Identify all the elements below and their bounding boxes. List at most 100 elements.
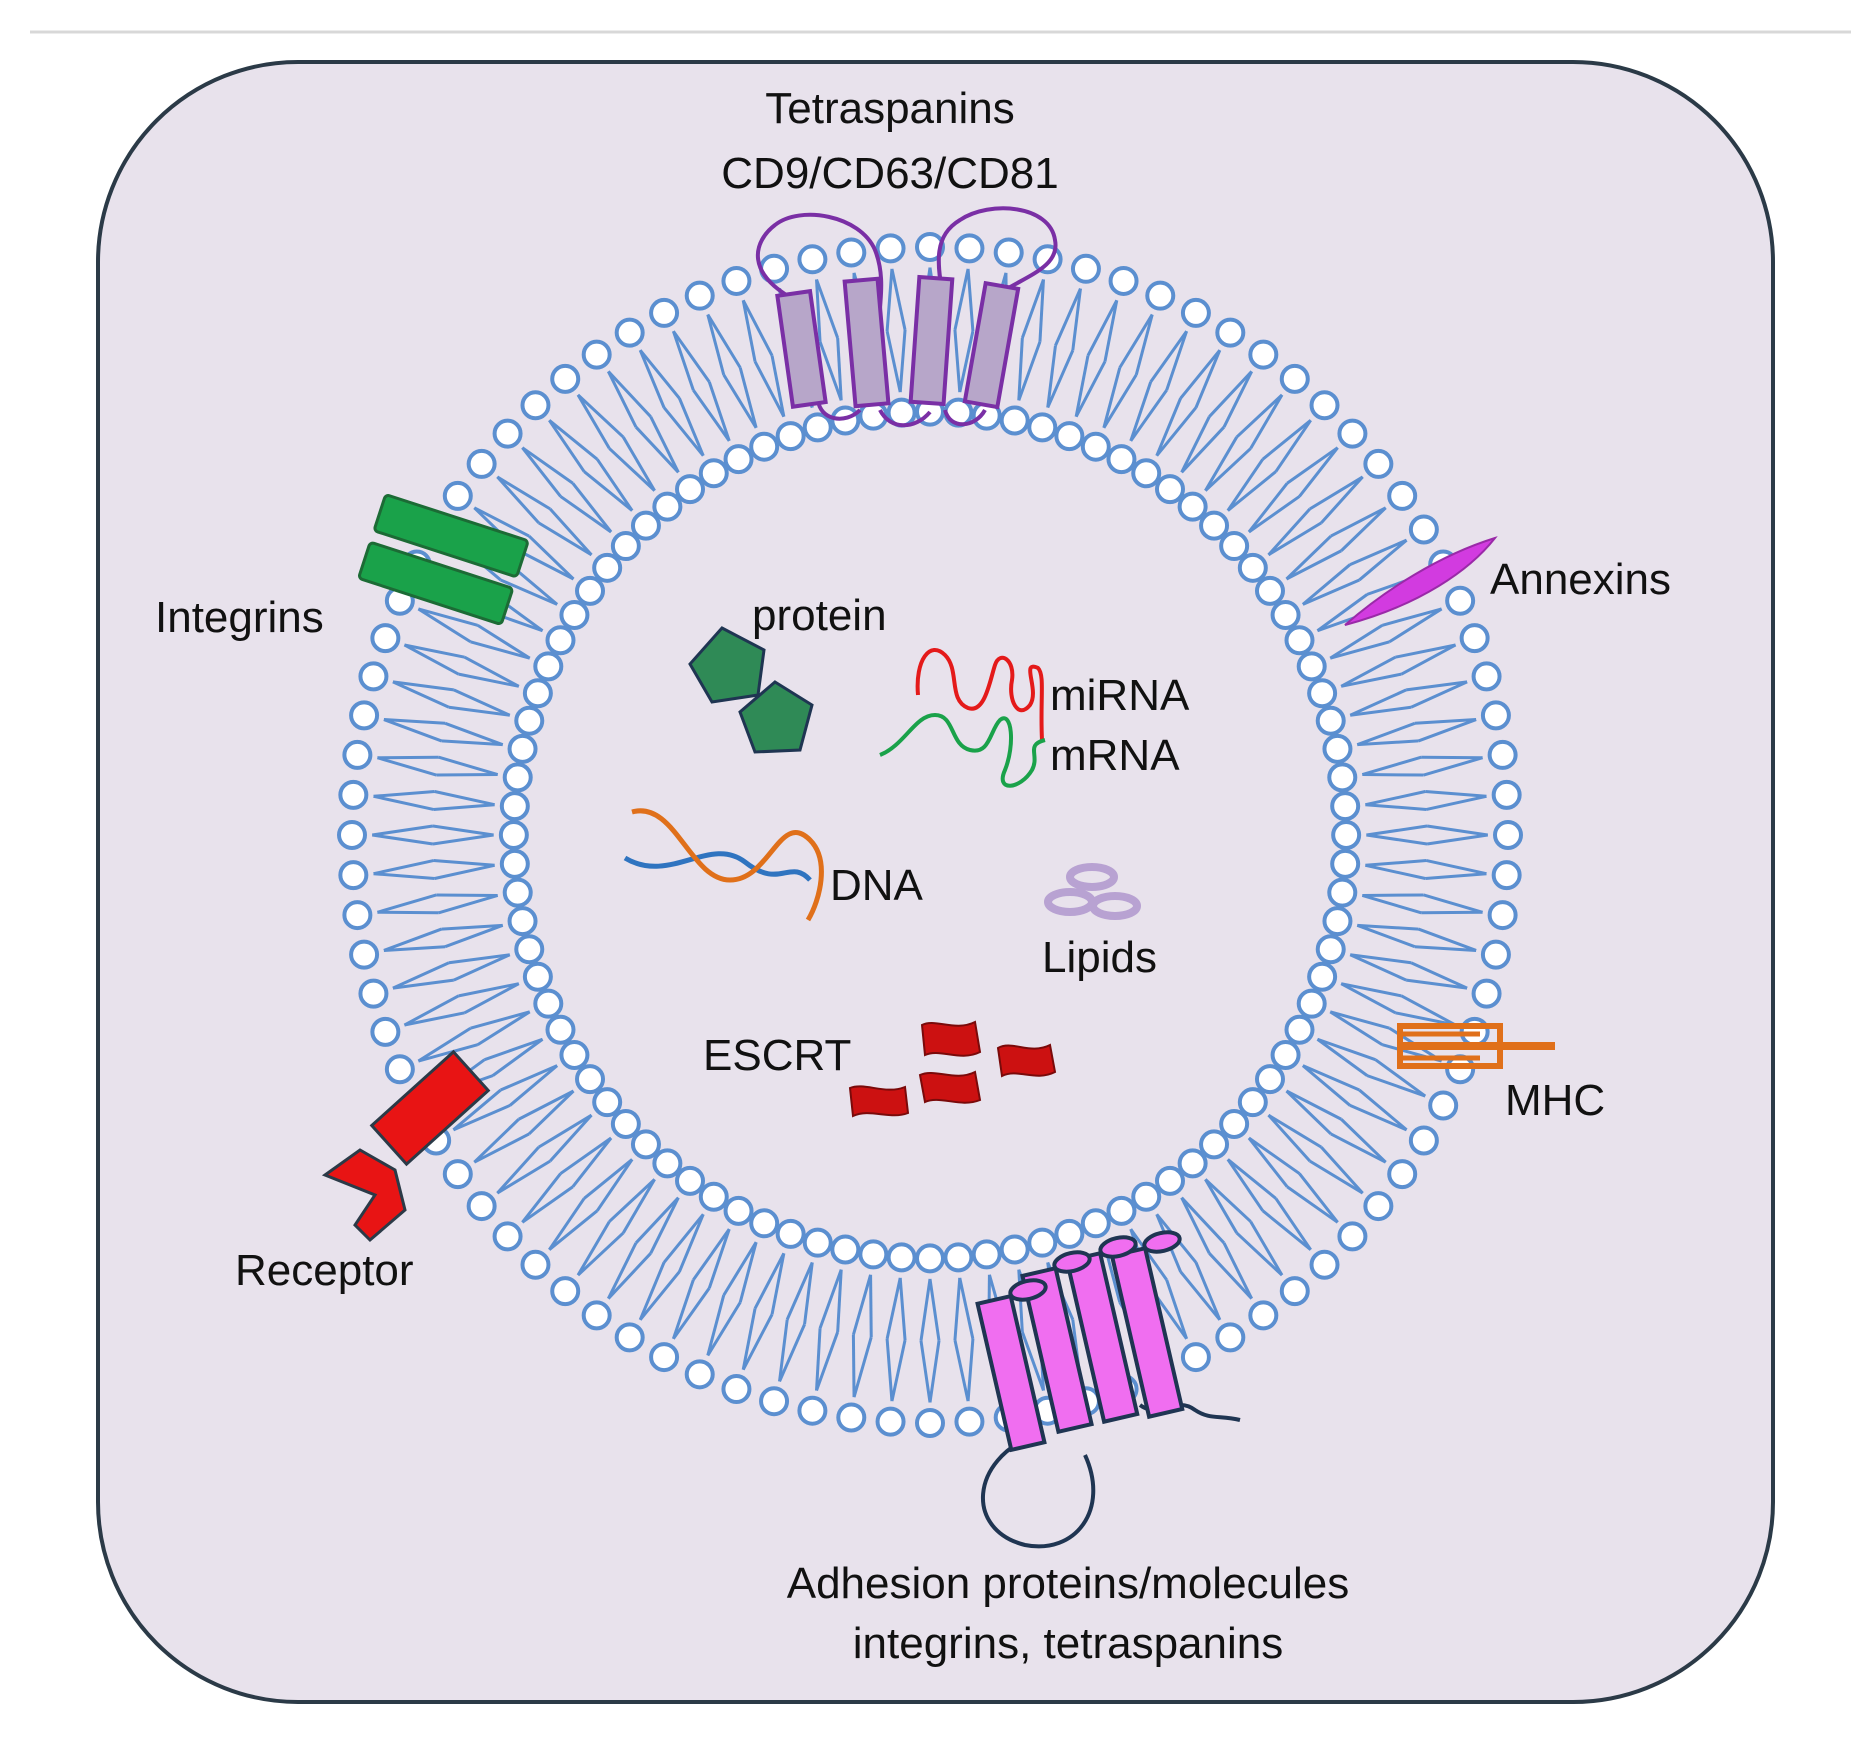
adhesion-protein [975,1230,1241,1549]
lipid-tail [818,341,843,401]
lipid-head [797,244,828,275]
lipid-tail [1425,872,1487,880]
lipid-head [1471,661,1502,692]
lipid-head [1307,678,1338,709]
lipid-tail [458,672,520,688]
lipid-tail [1356,923,1416,949]
lipid-head [349,939,380,970]
lipid-head [652,1148,683,1179]
lipid-head [723,1195,754,1226]
lipid-tail [1204,1178,1252,1223]
lipid-tail [1286,1185,1339,1224]
lipid-tail [1361,755,1422,776]
lipid-head [1363,448,1394,479]
lipid-tail [1204,436,1239,492]
lipid-tail [438,755,499,776]
lipid-head [1330,791,1361,822]
lipid-head [492,1221,523,1252]
lipid-tail [436,773,498,777]
label-integrins: Integrins [155,593,324,642]
vesicle-panel [96,60,1775,1704]
lipid-tail [953,1277,962,1341]
lipid-tail [1362,773,1424,777]
lipid-head [499,791,530,822]
lipid-tail [639,1270,681,1321]
lipid-tail [372,824,434,837]
lipid-head [649,297,680,328]
lipid-tail [392,961,450,990]
lipid-head [721,265,752,296]
lipid-tail [671,1279,695,1340]
lipid-head [993,237,1024,268]
lipid-tail [518,549,575,581]
lipid-tail [436,893,498,897]
lipid-tail [851,1334,856,1398]
lipid-tail [638,349,666,409]
lipid-tail [836,1269,843,1333]
label-protein: protein [752,591,887,640]
lipid-tail [692,1228,731,1281]
lipid-head [1445,585,1476,616]
lipid-tail [678,1213,705,1273]
lipid-head [514,934,545,965]
lipid-head [684,280,715,311]
lipid-tail [432,833,494,846]
lipid-tail [738,1241,758,1303]
lipid-head [514,705,545,736]
lipid-tail [1426,859,1487,876]
lipid-tail [1204,447,1252,492]
lipid-tail [1365,803,1427,811]
lipid-tail [1226,1158,1264,1212]
lipid-tail [1316,1037,1376,1062]
lipid-head [338,779,369,810]
lipid-tail [548,419,599,461]
lipid-tail [607,370,652,418]
lipid-tail [741,300,757,362]
lipid-tail [1340,506,1387,552]
lipid-tail [1350,953,1412,965]
lipid-tail [518,1089,575,1121]
lipid-tail [1017,337,1024,401]
lipid-head [1428,1090,1459,1121]
lipid-head [1080,1208,1111,1239]
lipid-tail [373,872,435,880]
lipid-head [886,1242,917,1273]
lipid-tail [496,475,551,511]
lipid-tail [432,824,494,837]
lipid-tail [1274,1197,1312,1251]
lipid-tail [1406,978,1468,990]
lipid-tail [1155,397,1182,457]
lipid-tail [1204,1178,1239,1234]
lipid-head [875,1406,906,1437]
lipid-tail [1340,672,1402,688]
lipid-head [520,390,551,421]
lipid-tail [1417,718,1477,743]
lipid-head [723,444,754,475]
lipid-head [1330,848,1361,879]
lipid-tail [496,1146,540,1195]
lipid-head [1131,1181,1162,1212]
lipid-head [649,1342,680,1373]
lipid-head [1408,514,1439,545]
lipid-tail [576,1231,625,1277]
lipid-tail [528,534,575,581]
lipid-tail [403,643,460,676]
lipid-head [630,1129,661,1160]
lipid-tail [1165,1279,1189,1340]
lipid-head [1480,700,1511,731]
lipid-head [954,1406,985,1437]
lipid-tail [851,1274,873,1336]
lipid-tail [890,1339,907,1402]
lipid-head [1248,339,1279,370]
lipid-tail [741,1308,757,1370]
lipid-head [522,678,553,709]
lipid-tail [1410,961,1468,990]
lipid-head [1145,280,1176,311]
lipid-tail [722,1241,758,1297]
lipid-head [1106,1195,1137,1226]
lipid-head [1219,531,1250,562]
lipid-tail [741,299,774,357]
label-tetraspanins-line1: Tetraspanins [765,84,1014,133]
lipid-head [759,1386,790,1417]
lipid-head [466,448,497,479]
